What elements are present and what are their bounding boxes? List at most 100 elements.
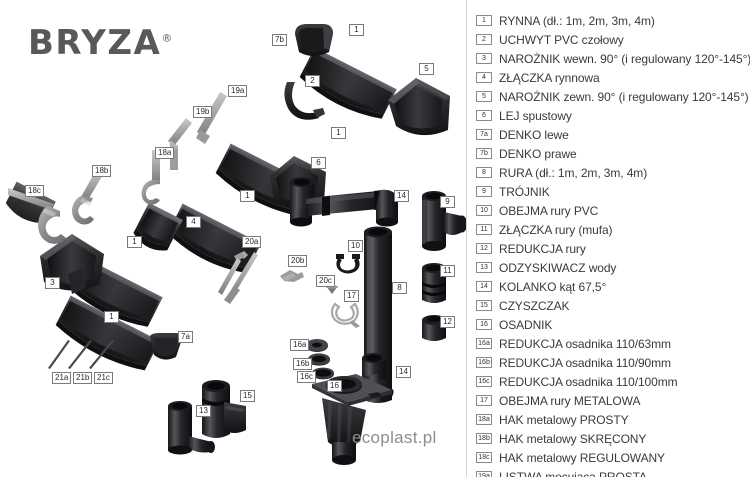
diagram-callout: 15: [240, 390, 255, 402]
legend-item-label: LEJ spustowy: [499, 108, 572, 123]
registered-trademark-icon: ®: [161, 31, 173, 45]
diagram-callout: 7b: [272, 34, 287, 46]
legend-row: 18c HAK metalowy REGULOWANY: [476, 448, 748, 467]
metal-hook-adjustable: [8, 188, 66, 244]
legend-row: 6 LEJ spustowy: [476, 106, 748, 125]
legend-item-number: 16: [476, 319, 492, 330]
legend-item-number: 6: [476, 110, 492, 121]
diagram-callout: 21c: [94, 372, 113, 384]
legend-item-number: 18a: [476, 414, 492, 425]
water-recovery: [168, 401, 215, 455]
legend-row: 16 OSADNIK: [476, 315, 748, 334]
diagram-callout: 17: [344, 290, 359, 302]
legend-item-label: OBEJMA rury METALOWA: [499, 393, 641, 408]
panel-divider: [466, 0, 467, 477]
diagram-callout: 8: [392, 282, 407, 294]
legend-row: 19a LISTWA mocująca PROSTA: [476, 467, 748, 477]
diagram-callout: 14: [396, 366, 411, 378]
legend-item-label: RURA (dł.: 1m, 2m, 3m, 4m): [499, 165, 648, 180]
legend-item-number: 16a: [476, 338, 492, 349]
diagram-callout: 9: [440, 196, 455, 208]
legend-item-label: TRÓJNIK: [499, 184, 550, 199]
legend-item-number: 19a: [476, 471, 492, 477]
legend-item-number: 16b: [476, 357, 492, 368]
diagram-callout: 2: [305, 75, 320, 87]
spare-gaskets: [48, 340, 114, 369]
pipe-cleanout: [202, 380, 246, 438]
legend-row: 18a HAK metalowy PROSTY: [476, 410, 748, 429]
legend-item-number: 18b: [476, 433, 492, 444]
diagram-callout: 16b: [293, 358, 313, 370]
end-cap-left: [150, 333, 182, 360]
settling-tank: [312, 374, 392, 465]
legend-item-label: UCHWYT PVC czołowy: [499, 32, 624, 47]
metal-hook-twisted: [72, 170, 104, 225]
pipe-tee: [422, 191, 466, 251]
legend-item-label: CZYSZCZAK: [499, 298, 570, 313]
diagram-callout: 20a: [242, 236, 262, 248]
diagram-callout: 11: [440, 265, 455, 277]
legend-item-number: 13: [476, 262, 492, 273]
elbow-pipe-assembly: [290, 177, 398, 227]
diagram-callout: 6: [311, 157, 326, 169]
gutter-joiner: [133, 202, 183, 251]
diagram-callout: 18b: [92, 165, 112, 177]
legend-item-label: KOLANKO kąt 67,5°: [499, 279, 607, 294]
inner-corner-90: [40, 234, 104, 294]
diagram-callout: 1: [127, 236, 142, 248]
legend-item-label: OBEJMA rury PVC: [499, 203, 599, 218]
diagram-callout: 1: [331, 127, 346, 139]
legend-item-label: REDUKCJA osadnika 110/63mm: [499, 336, 671, 351]
legend-row: 16a REDUKCJA osadnika 110/63mm: [476, 334, 748, 353]
legend-item-label: HAK metalowy SKRĘCONY: [499, 431, 647, 446]
legend-item-label: OSADNIK: [499, 317, 553, 332]
legend-item-label: HAK metalowy REGULOWANY: [499, 450, 665, 465]
exploded-assembly-diagram: [5, 24, 466, 465]
mounting-strip-twisted: [168, 118, 192, 170]
diagram-callout: 13: [196, 405, 211, 417]
legend-item-label: NAROŻNIK wewn. 90° (i regulowany 120°-14…: [499, 51, 750, 66]
legend-item-label: HAK metalowy PROSTY: [499, 412, 629, 427]
diagram-callout: 16a: [290, 339, 310, 351]
legend-item-number: 3: [476, 53, 492, 64]
legend-item-label: LISTWA mocująca PROSTA: [499, 469, 647, 477]
legend-item-number: 5: [476, 91, 492, 102]
legend-item-number: 9: [476, 186, 492, 197]
legend-item-label: REDUKCJA rury: [499, 241, 586, 256]
diagram-callout: 21a: [52, 372, 72, 384]
outer-corner-90: [388, 78, 450, 136]
diagram-callout: 5: [419, 63, 434, 75]
legend-row: 12 REDUKCJA rury: [476, 239, 748, 258]
diagram-callout: 19a: [228, 85, 248, 97]
diagram-callout: 20c: [316, 275, 335, 287]
legend-row: 18b HAK metalowy SKRĘCONY: [476, 429, 748, 448]
legend-item-label: DENKO prawe: [499, 146, 577, 161]
gutter-section-top: [299, 47, 397, 119]
pipe-clamp-pvc: [336, 254, 360, 274]
legend-item-number: 16c: [476, 376, 492, 387]
legend-item-number: 10: [476, 205, 492, 216]
legend-item-number: 12: [476, 243, 492, 254]
diagram-callout: 7a: [178, 331, 193, 343]
legend-item-number: 7a: [476, 129, 492, 140]
bryza-logo: BRYZA®: [28, 26, 172, 60]
tank-reducer-110-100: [312, 367, 334, 380]
diagram-callout: 1: [104, 311, 119, 323]
legend-item-label: ZŁĄCZKA rynnowa: [499, 70, 600, 85]
clamp-foot: [280, 270, 304, 282]
diagram-callout: 19b: [193, 106, 213, 118]
legend-row: 10 OBEJMA rury PVC: [476, 201, 748, 220]
site-watermark: ecoplast.pl: [352, 428, 437, 447]
legend-item-number: 11: [476, 224, 492, 235]
legend-item-number: 18c: [476, 452, 492, 463]
brand-name: BRYZA: [28, 23, 162, 63]
